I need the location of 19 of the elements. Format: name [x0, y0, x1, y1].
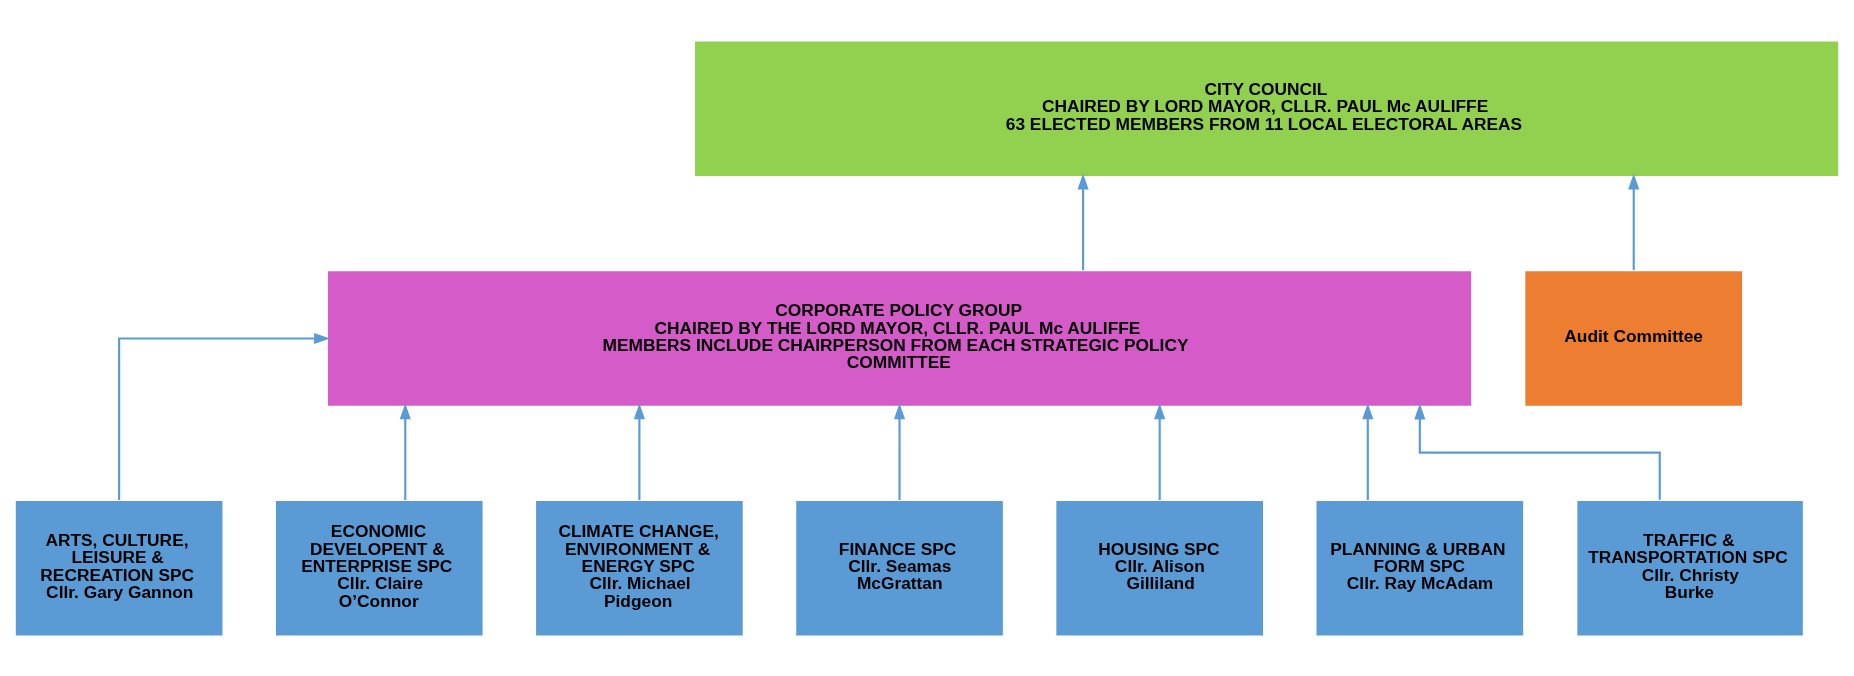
arrow [1362, 402, 1374, 500]
arrow [1414, 403, 1661, 500]
node-box: ARTS, CULTURE, LEISURE & RECREATION SPC Cllr. Gary Gannon [14, 499, 224, 637]
node-box: HOUSING SPC Cllr. Alison Gilliland [1054, 499, 1265, 637]
arrow [118, 332, 330, 500]
arrow [633, 402, 645, 500]
node-box: PLANNING & URBAN FORM SPC Cllr. Ray McAdam [1315, 499, 1525, 637]
node-box: Audit Committee [1523, 269, 1744, 407]
arrow [1077, 172, 1089, 270]
node-box: CITY COUNCIL CHAIRED BY LORD MAYOR, CLLR. PAUL Mc AULIFFE 63 ELECTED MEMBERS FROM 11 LOCAL ELECTORAL AREAS [693, 39, 1840, 177]
node-box: TRAFFIC & TRANSPORTATION SPC Cllr. Christy Burke [1575, 499, 1805, 637]
node-box: FINANCE SPC Cllr. Seamas McGrattan [794, 499, 1005, 637]
node-box: CORPORATE POLICY GROUP CHAIRED BY THE LORD MAYOR, CLLR. PAUL Mc AULIFFE MEMBERS INCLUDE CHAIRPERSON FROM EACH STRATEGIC POLICY COMMITTEE [326, 269, 1473, 407]
arrow [893, 402, 906, 500]
node-box: CLIMATE CHANGE, ENVIRONMENT & ENERGY SPC Cllr. Michael Pidgeon [534, 499, 745, 637]
arrow [1154, 402, 1166, 500]
arrow [399, 402, 411, 500]
node-box: ECONOMIC DEVELOPENT & ENTERPRISE SPC Cllr. Claire O’Connor [274, 499, 485, 637]
arrow [1628, 172, 1640, 270]
